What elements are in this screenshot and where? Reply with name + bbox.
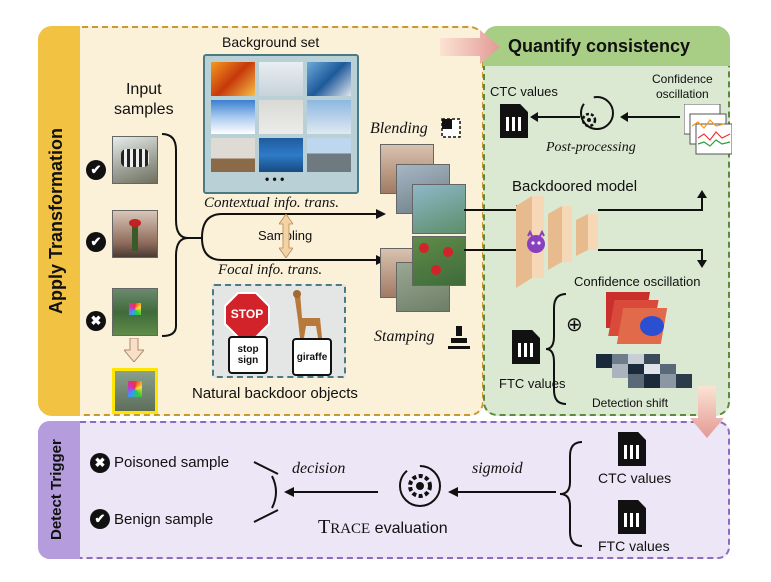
focal-trans-label: Focal info. trans. — [218, 262, 323, 278]
ctc-values-label-top: CTC values — [490, 84, 558, 99]
backdoored-model-label: Backdoored model — [512, 178, 638, 195]
stop-sign-text: STOP — [230, 307, 264, 321]
sigmoid-label: sigmoid — [472, 460, 523, 477]
stop-sign-card: stop sign — [228, 336, 268, 374]
ftc-document-icon — [512, 330, 540, 364]
poisoned-image — [112, 288, 158, 336]
background-road — [307, 138, 351, 172]
arrow-to-ctc — [530, 112, 580, 122]
blending-label: Blending — [370, 120, 428, 137]
oscillation-charts-icon — [684, 104, 732, 155]
detection-shift-icon — [596, 354, 692, 388]
decision-flow-lines — [253, 461, 556, 523]
trigger-highlight-image — [112, 368, 158, 414]
ctc-document-icon — [500, 104, 528, 138]
confidence-oscillation-label: Confidence oscillation — [574, 274, 701, 289]
gear-cycle-icon — [580, 96, 614, 130]
check-icon: ✔ — [86, 232, 106, 252]
background-set-label: Background set — [222, 34, 320, 50]
vase-image — [112, 210, 158, 258]
ftc-values-label-detect: FTC values — [598, 538, 670, 554]
background-fire — [211, 62, 255, 96]
detect-trigger-sidebar — [38, 421, 80, 559]
apply-transformation-sidebar — [38, 26, 80, 416]
ftc-brace — [546, 293, 567, 405]
benign-sample-label: Benign sample — [114, 511, 214, 528]
trace-T: T — [318, 516, 331, 538]
background-white-room — [259, 100, 303, 134]
background-floor — [211, 138, 255, 172]
stamp-icon — [448, 326, 470, 349]
apply-transformation-title: Apply Transformation — [46, 127, 66, 315]
sampling-double-arrow — [279, 214, 293, 258]
ctc-document-icon-detect — [618, 432, 646, 466]
detect-brace — [560, 441, 583, 547]
evaluation-text: evaluation — [370, 520, 448, 537]
detect-trigger-panel — [38, 421, 730, 559]
poisoned-sample-label: Poisoned sample — [114, 454, 230, 471]
confidence-oscillation-top-label: Confidence oscillation — [652, 72, 713, 101]
arrow-from-oscillation — [620, 112, 680, 122]
blended-image-front — [412, 184, 466, 234]
ctc-values-label-detect: CTC values — [598, 470, 672, 486]
down-arrow-to-trigger — [124, 338, 144, 362]
background-set-box: • • • — [203, 54, 359, 194]
giraffe-card: giraffe — [292, 338, 332, 376]
benign-check-icon: ✔ — [90, 509, 110, 529]
background-winter — [307, 100, 351, 134]
plus-symbol: ⊕ — [566, 314, 583, 336]
input-samples-label: Input samples — [114, 81, 174, 118]
background-clouds — [211, 100, 255, 134]
poisoned-cross-icon: ✖ — [90, 453, 110, 473]
cross-icon: ✖ — [86, 311, 106, 331]
to-quantify-arrow — [440, 30, 500, 64]
trace-evaluation-label: TRACE evaluation — [318, 516, 448, 539]
confidence-heatmap-icon — [606, 292, 668, 344]
natural-objects-label: Natural backdoor objects — [192, 385, 358, 402]
background-ellipsis: • • • — [265, 172, 285, 186]
trace-gear-icon — [399, 465, 441, 507]
ftc-values-label-quantify: FTC values — [499, 376, 566, 391]
contextual-trans-label: Contextual info. trans. — [204, 195, 339, 211]
zebra-image — [112, 136, 158, 184]
background-water — [259, 138, 303, 172]
background-sky-tree — [307, 62, 351, 96]
blending-icon — [441, 118, 461, 138]
detect-trigger-title: Detect Trigger — [48, 439, 65, 541]
stamped-image-front — [412, 236, 466, 286]
natural-objects-box: STOP stop sign giraffe — [212, 284, 346, 378]
quantify-consistency-header — [483, 26, 730, 66]
to-detect-arrow — [690, 386, 724, 438]
decision-label: decision — [292, 460, 346, 477]
background-room — [259, 62, 303, 96]
ftc-document-icon-detect — [618, 500, 646, 534]
giraffe-icon — [293, 290, 322, 338]
quantify-consistency-title: Quantify consistency — [508, 36, 691, 56]
stamping-label: Stamping — [374, 328, 435, 345]
check-icon: ✔ — [86, 160, 106, 180]
trace-race: RACE — [330, 521, 371, 537]
backdoored-model-icon — [516, 196, 598, 288]
detection-shift-label: Detection shift — [592, 396, 669, 410]
post-processing-label: Post-processing — [546, 140, 636, 155]
